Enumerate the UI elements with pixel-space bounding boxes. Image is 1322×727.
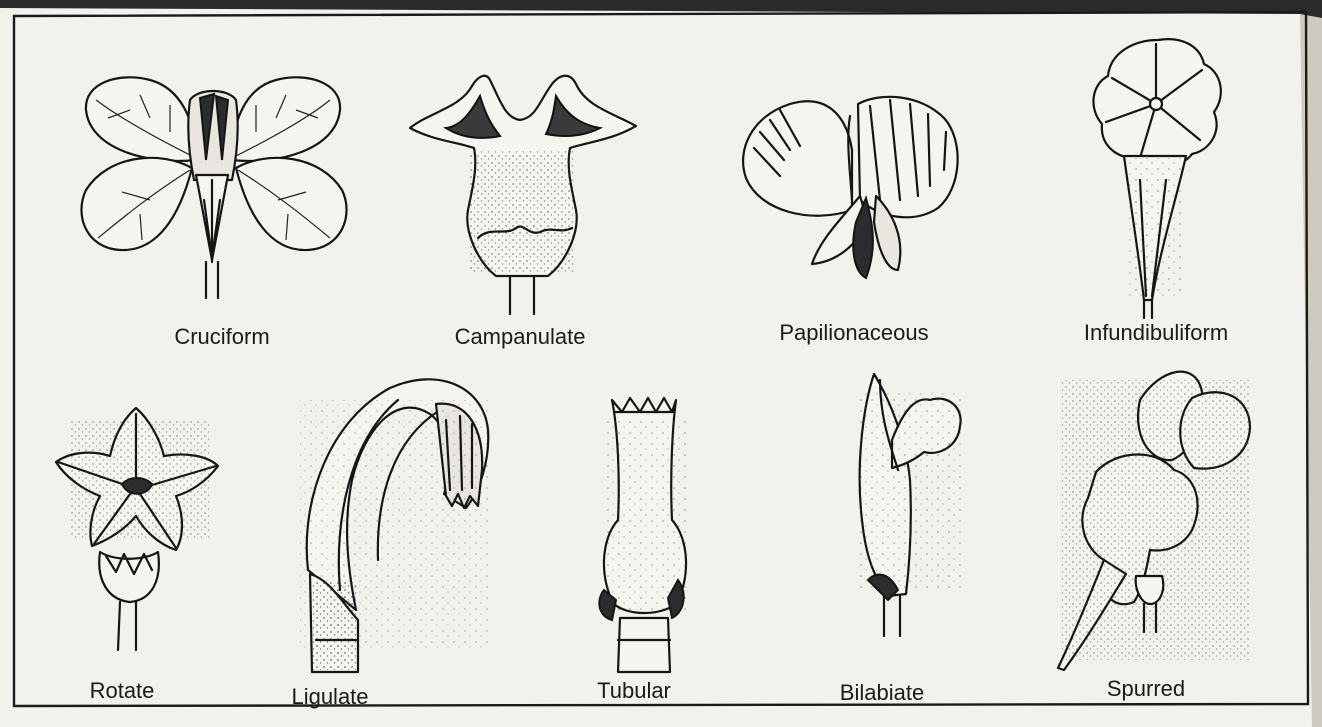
label-ligulate: Ligulate [291,686,368,708]
label-cruciform: Cruciform [174,326,269,348]
label-infundibuliform: Infundibuliform [1084,322,1228,344]
spurred-flower-drawing [1058,372,1250,670]
label-papilionaceous: Papilionaceous [779,322,928,344]
label-spurred: Spurred [1107,678,1185,700]
ligulate-flower-drawing [300,379,490,672]
label-campanulate: Campanulate [455,326,586,348]
label-rotate: Rotate [90,680,155,702]
label-tubular: Tubular [597,680,671,702]
label-bilabiate: Bilabiate [840,682,924,704]
